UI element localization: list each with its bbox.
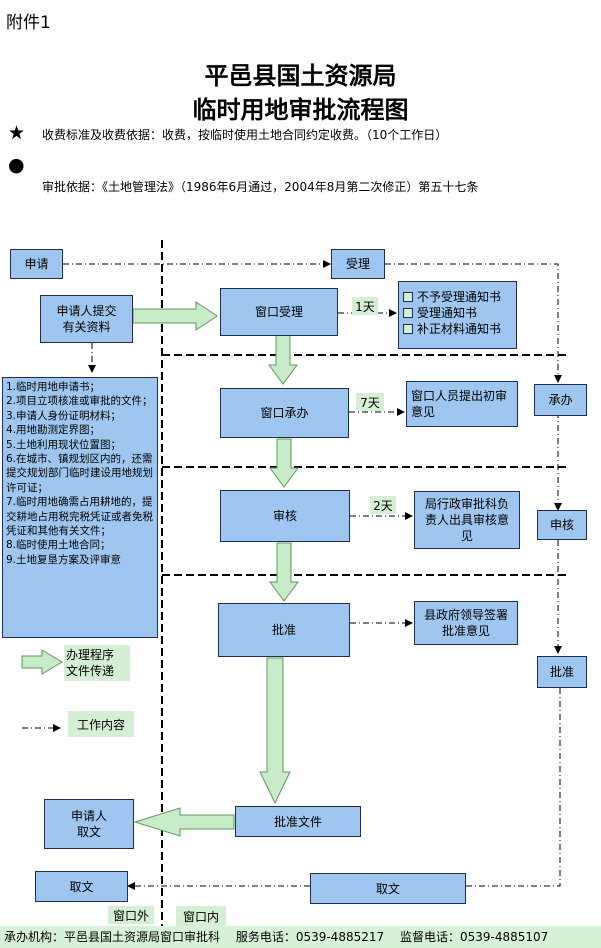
connector-approve-collect	[466, 688, 561, 887]
legend-block-arrow	[21, 649, 63, 675]
duration-2-days: 2天	[370, 496, 396, 514]
connector-accept-handle	[385, 263, 562, 383]
arrow-accept-handle	[268, 333, 298, 385]
material-item: 8.临时使用土地合同；	[6, 539, 111, 552]
material-item: 7.临时用地确需占用耕地的，提交耕地占用税完税凭证或者免税凭证和其他有关文件；	[6, 496, 153, 538]
notice-option-label: 受理通知书	[417, 306, 478, 320]
apply-box: 申请	[10, 249, 63, 279]
accept-box: 受理	[331, 249, 385, 279]
collect-right-box: 取文	[310, 873, 466, 904]
legend-work-content: 工作内容	[68, 711, 134, 737]
window-handle-box: 窗口承办	[220, 388, 349, 438]
checkbox-icon	[403, 308, 413, 318]
approval-doc-box: 批准文件	[235, 806, 361, 837]
window-accept-box: 窗口受理	[220, 288, 338, 336]
material-item: 4.用地勘测定界图；	[6, 424, 101, 437]
notice-option: 补正材料通知书	[403, 321, 516, 337]
basis-note: 审批依据：《土地管理法》（1986年6月通过，2004年8月第二次修正）第五十七…	[42, 180, 479, 194]
submit-materials-box: 申请人提交 有关资料	[40, 295, 133, 343]
handle-opinion-box: 窗口人员提出初审 意见	[406, 381, 518, 427]
collect-left-box: 取文	[35, 871, 128, 902]
page-title-line2: 临时用地审批流程图	[192, 95, 409, 124]
applicant-collect-box: 申请人 取文	[44, 799, 134, 849]
approve-opinion-box: 县政府领导签署 批准意见	[414, 601, 518, 645]
checkbox-icon	[403, 292, 413, 302]
notice-option: 不予受理通知书	[403, 289, 516, 305]
attachment-label: 附件1	[6, 13, 51, 33]
arrow-handle-review	[269, 438, 299, 488]
notice-option-label: 不予受理通知书	[417, 290, 502, 304]
duration-1-day: 1天	[352, 297, 378, 315]
material-item: 6.在城市、镇规划区内的，还需提交规划部门临时建设用地规划许可证；	[6, 453, 153, 494]
fee-note: 收费标准及收费依据：收费，按临时使用土地合同约定收费。（10个工作日）	[42, 128, 448, 142]
arrow-submit-window	[132, 301, 218, 331]
notice-option: 受理通知书	[403, 305, 516, 321]
zone-label-inside: 窗口内	[176, 906, 226, 926]
checkbox-icon	[403, 324, 413, 334]
material-item: 5.土地利用现状位置图；	[6, 438, 122, 451]
review-box: 审核	[220, 490, 350, 542]
arrow-approve-doc	[259, 657, 291, 805]
duration-7-days: 7天	[356, 393, 384, 411]
material-item: 3.申请人身份证明材料；	[6, 409, 122, 422]
approve-box: 批准	[218, 603, 350, 657]
notice-option-label: 补正材料通知书	[417, 322, 502, 336]
notice-options-box: 不予受理通知书 受理通知书 补正材料通知书	[398, 281, 517, 349]
materials-list: 1.临时用地申请书； 2.项目立项核准或审批的文件； 3.申请人身份证明材料； …	[2, 377, 158, 638]
star-bullet-icon: ★	[8, 122, 26, 144]
page-title-line1: 平邑县国土资源局	[204, 61, 397, 90]
arrow-review-approve	[269, 542, 299, 602]
review-opinion-box: 局行政审批科负 责人出具审核意 见	[414, 491, 520, 549]
footer-contact: 承办机构：平邑县国土资源局窗口审批科 服务电话：0539-4885217 监督电…	[0, 926, 601, 948]
right-approve-box: 批准	[537, 656, 587, 688]
material-item: 9.土地复垦方案及评审意	[6, 553, 122, 566]
right-handle-box: 承办	[534, 384, 587, 416]
material-item: 2.项目立项核准或审批的文件；	[6, 395, 153, 408]
arrow-doc-applicant	[133, 807, 235, 837]
material-item: 1.临时用地申请书；	[6, 381, 101, 393]
dot-bullet-icon: ●	[8, 154, 25, 176]
right-review-box: 申核	[537, 510, 587, 540]
zone-label-outside: 窗口外	[108, 906, 154, 924]
legend-process-transfer: 办理程序 文件传递	[64, 645, 130, 681]
